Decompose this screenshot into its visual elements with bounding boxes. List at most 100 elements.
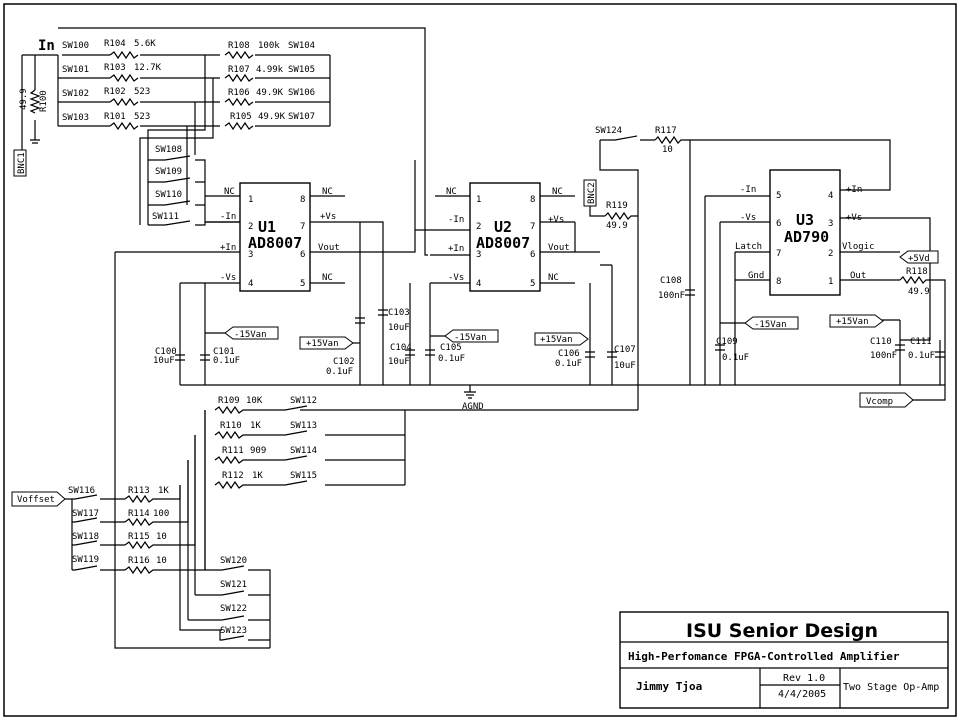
r102-ref: R102 <box>104 87 126 97</box>
u2-pin-in-pos: +In <box>448 244 464 254</box>
u2-pin-3: 3 <box>476 250 481 260</box>
sw119-label: SW119 <box>72 555 99 565</box>
vcomp-text: Vcomp <box>866 397 893 407</box>
resistor-r101 <box>109 121 139 131</box>
switch-bank-a: SW108 SW109 SW110 SW111 <box>147 145 240 226</box>
resistor-r100 <box>29 89 41 114</box>
c108-ref: C108 <box>660 276 682 286</box>
bnc1-label: BNC1 <box>17 152 27 174</box>
u2-pin-7: 7 <box>530 222 535 232</box>
u2-pin-nc5: NC <box>548 273 559 283</box>
net-label-vcomp <box>859 392 914 408</box>
r101-ref: R101 <box>104 112 126 122</box>
sw109-label: SW109 <box>155 167 182 177</box>
org-title: ISU Senior Design <box>686 620 878 642</box>
u1-ref: U1 <box>258 218 276 236</box>
r107-ref: R107 <box>228 65 250 75</box>
sw108-label: SW108 <box>155 145 182 155</box>
title-block: ISU Senior Design High-Perfomance FPGA-C… <box>619 611 949 709</box>
u2-pin-8: 8 <box>530 195 535 205</box>
r109-ref: R109 <box>218 396 240 406</box>
r114-value: 100 <box>153 509 169 519</box>
c110-value: 100nF <box>870 351 897 361</box>
r111-ref: R111 <box>222 446 244 456</box>
u3-pin-8: 8 <box>776 277 781 287</box>
c109-ref: C109 <box>716 337 738 347</box>
net-label-neg15-c <box>744 316 799 330</box>
u1-supply: -15Van C100 10uF C101 0.1uF +15Van C103 … <box>153 221 410 385</box>
ground-rail: AGND <box>180 384 945 412</box>
c100-ref: C100 <box>155 347 177 357</box>
r108-value: 100k <box>258 41 280 51</box>
bnc2-label: BNC2 <box>587 182 597 204</box>
u2-pin-2: 2 <box>476 222 481 232</box>
u2-ref: U2 <box>494 218 512 236</box>
r115-value: 10 <box>156 532 167 542</box>
sw102-label: SW102 <box>62 89 89 99</box>
c102-ref: C102 <box>333 357 355 367</box>
r113-value: 1K <box>158 486 169 496</box>
u1-pin-vs-neg: -Vs <box>220 273 236 283</box>
net-label-neg15-a <box>224 326 279 340</box>
net-label-pos15-b <box>534 332 589 346</box>
c107-ref: C107 <box>614 345 636 355</box>
u3-pin-vs-pos: +Vs <box>846 213 862 223</box>
r107-value: 4.99k <box>256 65 284 75</box>
u3-pin-7: 7 <box>776 249 781 259</box>
r116-value: 10 <box>156 556 167 566</box>
date: 4/4/2005 <box>778 689 826 700</box>
output-network: BNC2 R119 49.9 SW124 R117 10 C108 100nF <box>583 126 891 410</box>
net-label-pos15-c <box>829 314 884 328</box>
c100-value: 10uF <box>153 356 175 366</box>
u3-ref: U3 <box>796 211 814 229</box>
author-name: Jimmy Tjoa <box>636 680 702 693</box>
r100-value: 49.9 <box>19 88 29 110</box>
resistor-r106 <box>224 97 254 107</box>
r109-value: 10K <box>246 396 263 406</box>
u2-pin-in-neg: -In <box>448 215 464 225</box>
ic-u3: U3 AD790 -In 5 -Vs 6 Latch 7 Gnd 8 4 +In… <box>705 169 900 296</box>
c101-ref: C101 <box>213 347 235 357</box>
net-label-neg15-b <box>444 329 499 343</box>
sheet-border <box>3 3 957 717</box>
r103-ref: R103 <box>104 63 126 73</box>
agnd-label: AGND <box>462 402 484 412</box>
neg15-c-text: -15Van <box>754 320 787 330</box>
pos15-b-text: +15Van <box>540 335 573 345</box>
u1-part: AD8007 <box>248 234 302 252</box>
u1-pin-in-pos: +In <box>220 243 236 253</box>
r116-ref: R116 <box>128 556 150 566</box>
r111-value: 909 <box>250 446 266 456</box>
u2-pin-4: 4 <box>476 279 481 289</box>
pos15-a-text: +15Van <box>306 339 339 349</box>
u2-part: AD8007 <box>476 234 530 252</box>
u3-part: AD790 <box>784 228 829 246</box>
neg15-b-text: -15Van <box>454 333 487 343</box>
r118-ref: R118 <box>906 267 928 277</box>
r103-value: 12.7K <box>134 63 162 73</box>
c106-ref: C106 <box>558 349 580 359</box>
u1-pin-6: 6 <box>300 250 305 260</box>
r117-value: 10 <box>662 145 673 155</box>
u2-pin-nc8: NC <box>552 187 563 197</box>
u1-pin-8: 8 <box>300 195 305 205</box>
u3-pin-5: 5 <box>776 191 781 201</box>
c105-value: 0.1uF <box>438 354 465 364</box>
sw101-label: SW101 <box>62 65 89 75</box>
c102-value: 0.1uF <box>326 367 353 377</box>
c108-value: 100nF <box>658 291 685 301</box>
r105-ref: R105 <box>230 112 252 122</box>
c103-ref: C103 <box>388 308 410 318</box>
c103-value: 10uF <box>388 323 410 333</box>
r119-value: 49.9 <box>606 221 628 231</box>
u1-pin-in-neg: -In <box>220 212 236 222</box>
sw115-label: SW115 <box>290 471 317 481</box>
net-label-pos15-a <box>299 336 354 350</box>
input-label: In <box>38 38 55 54</box>
net-label-pos5 <box>899 250 939 264</box>
r114-ref: R114 <box>128 509 150 519</box>
r110-ref: R110 <box>220 421 242 431</box>
sw116-label: SW116 <box>68 486 95 496</box>
r108-ref: R108 <box>228 41 250 51</box>
input-network: In 49.9 R100 BNC1 SW100 SW101 SW102 SW10… <box>13 27 428 256</box>
